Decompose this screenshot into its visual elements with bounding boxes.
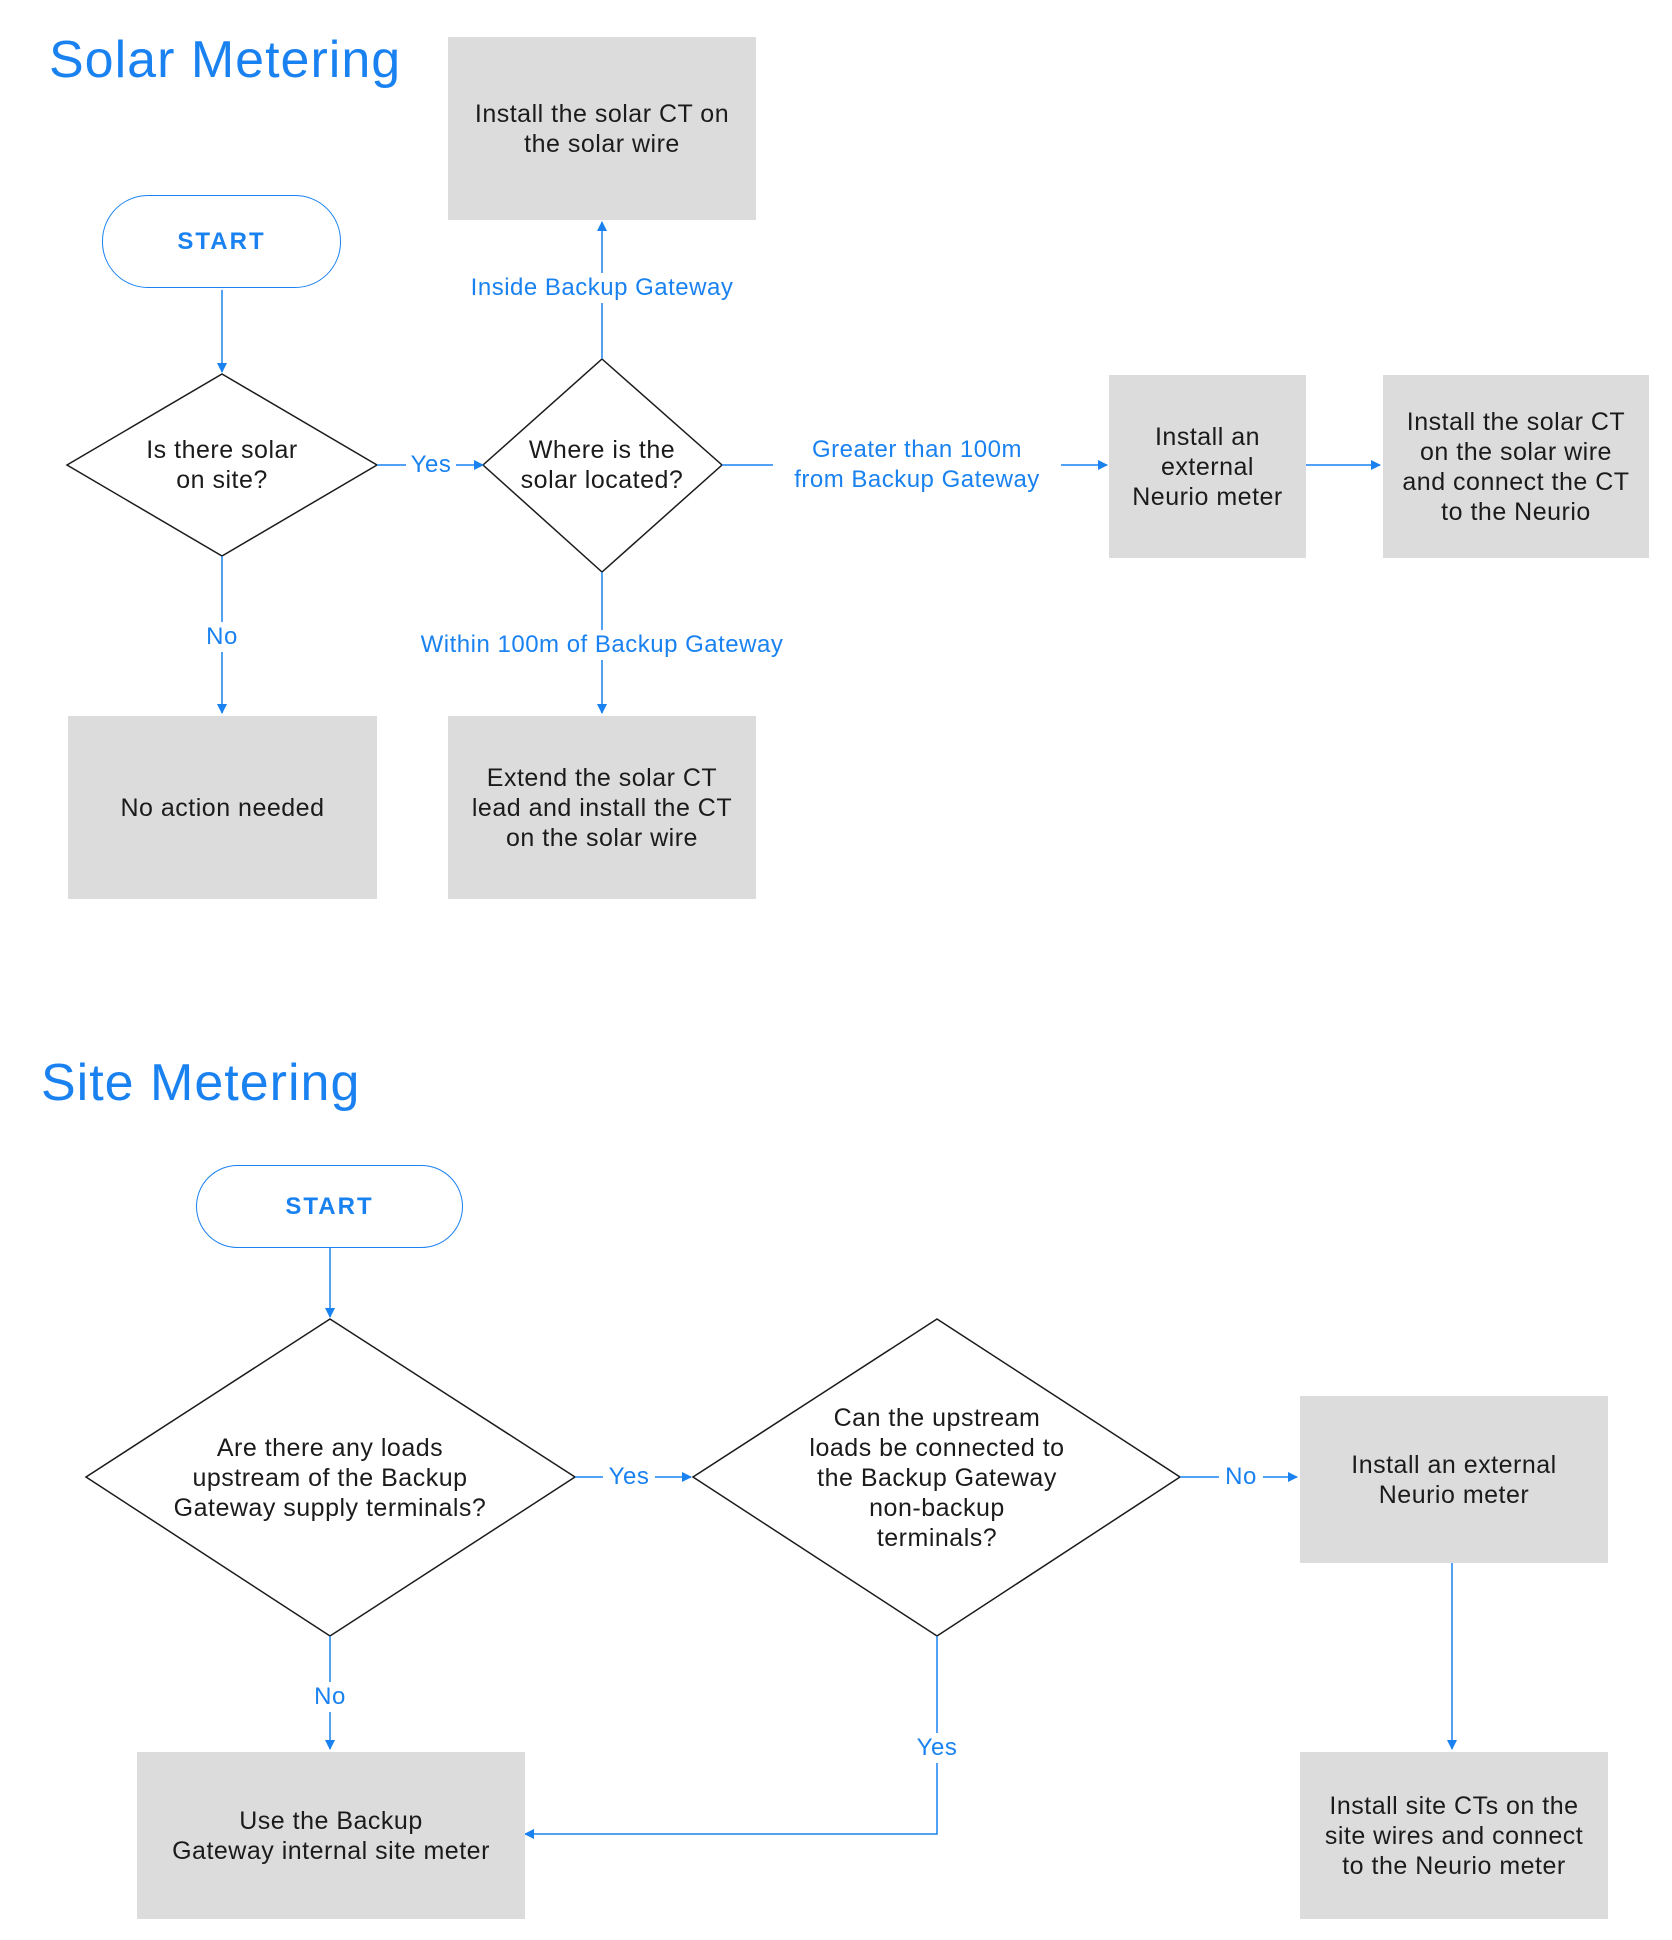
solar-metering-heading: Solar Metering bbox=[49, 31, 402, 89]
site-metering-heading: Site Metering bbox=[41, 1054, 361, 1112]
solar-edge-label-no: No bbox=[200, 622, 244, 652]
site-edge-label-yes-1: Yes bbox=[603, 1462, 655, 1492]
solar-box-install-external-neurio: Install an external Neurio meter bbox=[1109, 375, 1306, 558]
solar-box-no-action: No action needed bbox=[68, 716, 377, 899]
site-box-install-site-cts: Install site CTs on the site wires and c… bbox=[1300, 1752, 1608, 1919]
solar-q-solar-on-site: Is there solar on site? bbox=[146, 436, 298, 494]
solar-edge-label-within: Within 100m of Backup Gateway bbox=[392, 630, 812, 660]
solar-edge-label-greater: Greater than 100m from Backup Gateway bbox=[773, 434, 1061, 496]
solar-start-terminal: START bbox=[102, 195, 341, 288]
site-box-install-external-neurio: Install an external Neurio meter bbox=[1300, 1396, 1608, 1563]
solar-q-solar-location: Where is the solar located? bbox=[520, 436, 684, 494]
site-edge-q2-yes bbox=[524, 1636, 938, 1839]
site-edge-label-no-2: No bbox=[1219, 1462, 1263, 1492]
site-box-use-internal-meter: Use the Backup Gateway internal site met… bbox=[137, 1752, 525, 1919]
site-q-loads-upstream: Are there any loads upstream of the Back… bbox=[173, 1434, 487, 1522]
solar-edge-label-inside: Inside Backup Gateway bbox=[452, 273, 752, 303]
site-q-connect-nonbackup: Can the upstream loads be connected to t… bbox=[809, 1404, 1065, 1552]
site-edge-label-yes-2: Yes bbox=[911, 1733, 963, 1763]
site-edge-label-no-1: No bbox=[308, 1682, 352, 1712]
solar-edge-label-yes: Yes bbox=[406, 450, 456, 480]
solar-box-extend-lead: Extend the solar CT lead and install the… bbox=[448, 716, 756, 899]
site-start-terminal: START bbox=[196, 1165, 463, 1248]
solar-box-install-ct-inside: Install the solar CT on the solar wire bbox=[448, 37, 756, 220]
solar-box-install-ct-connect-neurio: Install the solar CT on the solar wire a… bbox=[1383, 375, 1649, 558]
